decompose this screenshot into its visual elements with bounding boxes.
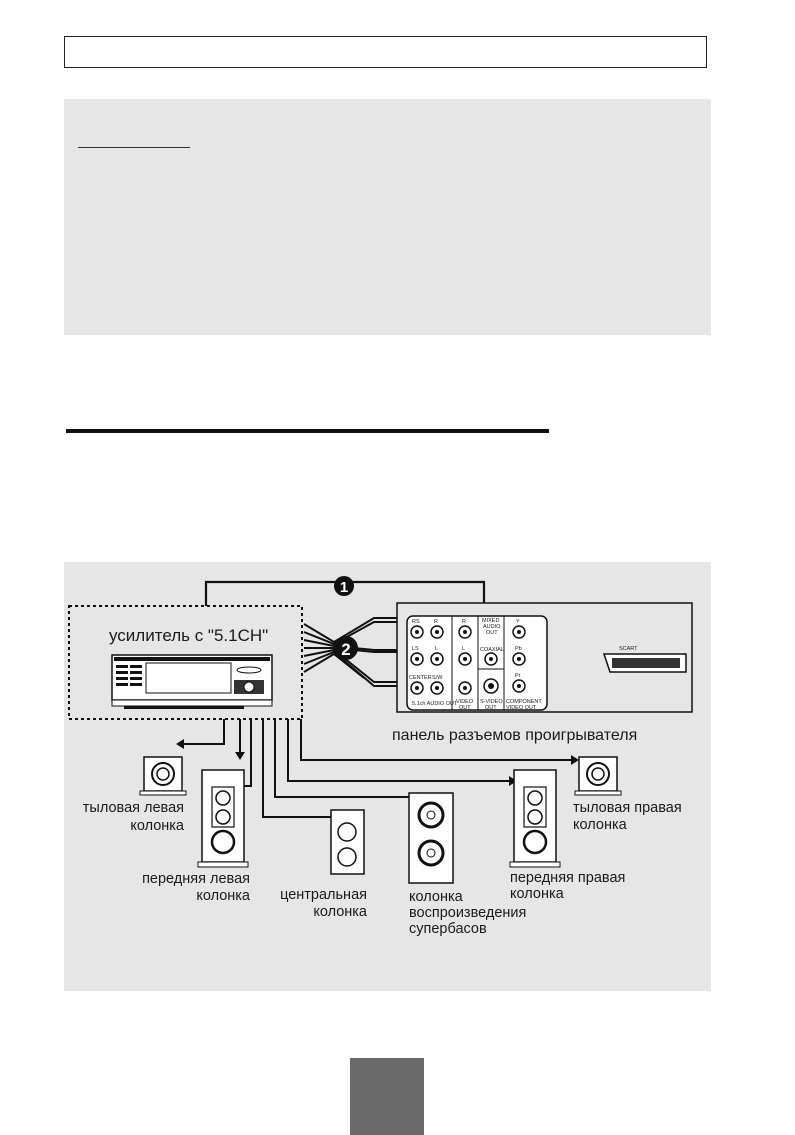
connection-diagram: 1 усилитель с "5.1CH" 2: [64, 562, 711, 991]
badge-1: [334, 576, 354, 596]
label-mixed: MIXED: [482, 618, 499, 624]
label-rs: RS: [412, 619, 420, 625]
label-video-out: OUT: [459, 705, 471, 711]
label-pb: Pb: [515, 646, 522, 652]
badge-1-label: 1: [340, 579, 348, 596]
front-left-label-1: передняя левая: [142, 871, 250, 887]
center-label-1: центральная: [280, 887, 367, 903]
label-ls: LS: [412, 646, 419, 652]
label-component-out: VIDEO OUT: [506, 705, 537, 711]
connection-diagram-svg: 1 усилитель с "5.1CH" 2: [68, 576, 693, 937]
section-heading-rule: [66, 429, 549, 433]
amplifier-label: усилитель с "5.1CH": [109, 626, 268, 645]
rear-left-label-1: тыловая левая: [83, 800, 184, 816]
front-right-label-2: колонка: [510, 886, 565, 902]
badge-2-label: 2: [341, 640, 350, 659]
panel-caption: панель разъемов проигрывателя: [392, 727, 637, 744]
subwoofer-speaker: [408, 792, 454, 884]
center-label-2: колонка: [313, 904, 368, 920]
page-header-box: [64, 36, 707, 68]
subwoofer-label-2: воспроизведения: [409, 905, 526, 921]
label-y: Y: [516, 619, 520, 625]
rear-right-label-1: тыловая правая: [573, 800, 682, 816]
front-right-speaker: [509, 769, 561, 868]
rear-left-label-2: колонка: [130, 818, 185, 834]
rear-right-speaker: [574, 756, 622, 796]
label-svideo-out: OUT: [485, 705, 497, 711]
label-r: R: [434, 619, 438, 625]
amplifier-device: [111, 654, 273, 709]
subwoofer-label-1: колонка: [409, 889, 464, 905]
center-speaker: [330, 809, 365, 875]
subwoofer-label-3: супербасов: [409, 921, 487, 937]
note-title-underline: [78, 147, 190, 148]
label-out: OUT: [486, 630, 498, 636]
scart-connector: [602, 653, 687, 673]
label-pr: Pr: [515, 673, 521, 679]
label-r2: R: [462, 619, 466, 625]
label-audio: AUDIO: [483, 624, 501, 630]
label-sw: S/W: [432, 675, 443, 681]
front-right-label-1: передняя правая: [510, 870, 625, 886]
front-left-label-2: колонка: [196, 888, 251, 904]
badge-2: [334, 636, 358, 660]
label-audio-out: 5.1ch AUDIO OUT: [412, 701, 458, 707]
label-component: COMPONENT: [506, 699, 542, 705]
label-l2: L: [462, 646, 465, 652]
player-rear-panel: RS R LS L CENTER S/W 5.1ch AUDIO OUT R L…: [396, 602, 693, 713]
label-scart: SCART: [619, 646, 638, 652]
label-svideo: S-VIDEO: [480, 699, 503, 705]
note-box: [64, 99, 711, 335]
label-coaxial: COAXIAL: [480, 647, 504, 653]
label-l: L: [435, 646, 438, 652]
label-center: CENTER: [409, 675, 432, 681]
amplifier-box: [68, 605, 303, 720]
front-left-speaker: [197, 769, 249, 868]
rear-right-label-2: колонка: [573, 817, 628, 833]
label-video: VIDEO: [456, 699, 474, 705]
rear-left-speaker: [139, 756, 187, 796]
page-number-tab: [350, 1058, 424, 1135]
